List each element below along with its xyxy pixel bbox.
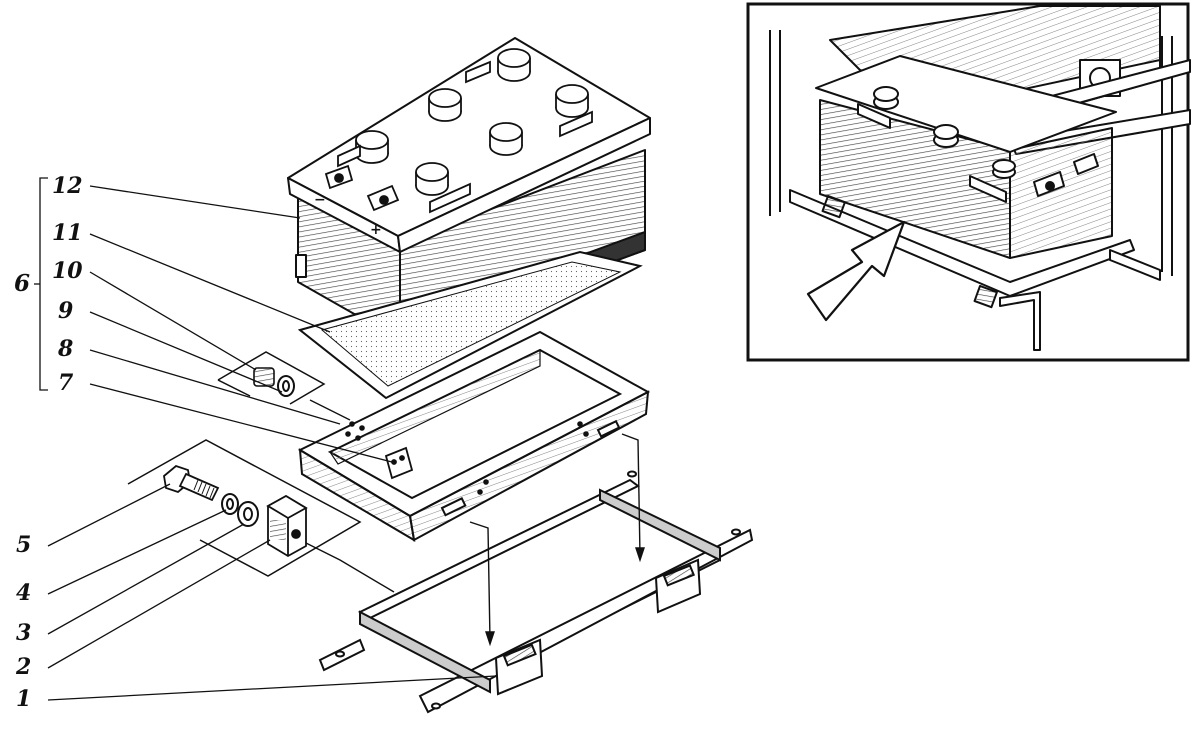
negative-terminal-clamp xyxy=(324,164,354,190)
spring-washer xyxy=(221,493,239,515)
filler-cap xyxy=(428,88,462,122)
positive-terminal-clamp xyxy=(366,184,400,212)
clamp-block xyxy=(266,494,308,558)
fastener-group xyxy=(127,439,362,577)
tray-clamp xyxy=(494,638,544,696)
callout-6: 6 xyxy=(14,270,31,297)
callout-11: 11 xyxy=(52,220,83,246)
clamp-plate xyxy=(384,446,414,480)
washer-small xyxy=(277,375,295,397)
filler-cap xyxy=(355,130,389,164)
filler-cap xyxy=(497,48,531,82)
battery-caps xyxy=(324,48,593,214)
flat-washer xyxy=(237,501,259,527)
plus-sign: + xyxy=(370,222,382,238)
callout-2: 2 xyxy=(16,654,32,680)
inset-view xyxy=(746,2,1191,362)
battery-tray xyxy=(318,470,754,714)
minus-sign: − xyxy=(314,192,326,208)
callout-3: 3 xyxy=(16,620,32,646)
callout-9: 9 xyxy=(58,298,74,324)
rubber-pad xyxy=(297,250,643,400)
callout-1: 1 xyxy=(16,686,32,712)
callout-4: 4 xyxy=(16,580,32,606)
tray-clamp xyxy=(654,558,702,614)
nut-group-box xyxy=(217,351,326,405)
callout-7: 7 xyxy=(58,370,74,396)
leader-lines xyxy=(34,177,497,701)
filler-cap xyxy=(555,84,589,118)
battery-frame xyxy=(297,330,651,542)
callout-10: 10 xyxy=(52,258,83,284)
bolt xyxy=(163,464,220,502)
filler-cap xyxy=(415,162,449,196)
insert-direction-arrow xyxy=(806,220,906,322)
spring-nut xyxy=(253,367,275,387)
callout-12: 12 xyxy=(52,173,83,199)
callout-8: 8 xyxy=(58,336,74,362)
assembly-arrows xyxy=(299,433,645,647)
callout-5: 5 xyxy=(16,532,32,558)
filler-cap xyxy=(489,122,523,156)
